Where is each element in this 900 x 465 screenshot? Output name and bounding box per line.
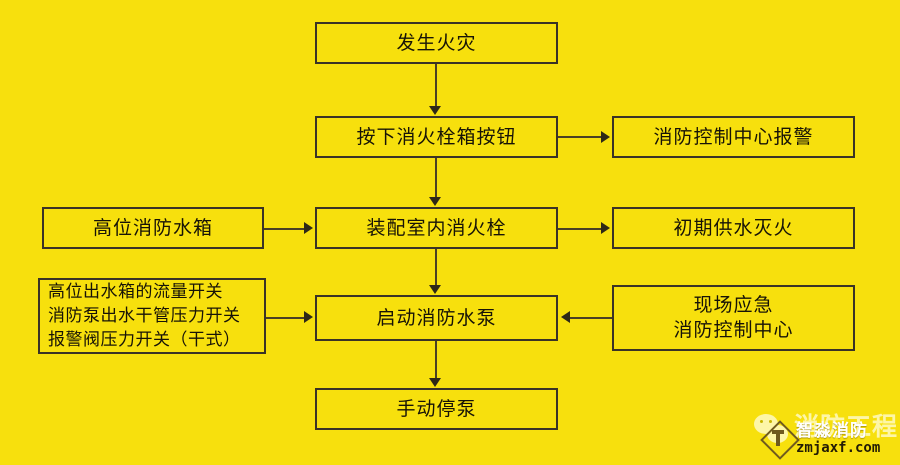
watermark-channel-text: 消防工程 (794, 412, 899, 441)
node-fire-occurs: 发生火灾 (315, 22, 558, 64)
node-pressure-flow-switches: 高位出水箱的流量开关 消防泵出水干管压力开关 报警阀压力开关（干式） (38, 278, 266, 354)
watermark: 消防工程 智淼消防 zmjaxf.com (742, 398, 900, 460)
node-fire-control-center-alarm: 消防控制中心报警 (612, 116, 855, 158)
connector-assemble-to-start-pump (435, 249, 437, 286)
arrowhead-fire-to-press (429, 106, 441, 115)
arrowhead-press-to-control-center (601, 131, 610, 143)
node-start-fire-pump-label: 启动消防水泵 (376, 306, 497, 329)
connector-press-to-control-center (558, 136, 603, 138)
node-onsite-emergency-line-1: 现场应急 (693, 294, 774, 317)
watermark-brand-text: 智淼消防 (796, 420, 868, 441)
node-press-hydrant-button: 按下消火栓箱按钮 (315, 116, 558, 158)
node-onsite-emergency-control-center: 现场应急 消防控制中心 (612, 285, 855, 351)
node-high-level-water-tank-label: 高位消防水箱 (92, 216, 213, 239)
arrowhead-press-to-assemble (429, 197, 441, 206)
connector-emergency-to-start-pump (570, 317, 612, 319)
arrowhead-tank-to-assemble (304, 222, 313, 234)
node-assemble-indoor-hydrant: 装配室内消火栓 (315, 207, 558, 249)
node-pressure-flow-switches-line-1: 高位出水箱的流量开关 (48, 281, 223, 302)
arrowhead-start-pump-to-stop-pump (429, 378, 441, 387)
arrowhead-assemble-to-initial-supply (601, 222, 610, 234)
node-onsite-emergency-line-2: 消防控制中心 (673, 319, 794, 341)
connector-start-pump-to-stop-pump (435, 341, 437, 379)
connector-fire-to-press (435, 64, 437, 107)
node-initial-water-supply-label: 初期供水灭火 (673, 216, 794, 239)
node-start-fire-pump: 启动消防水泵 (315, 295, 558, 341)
node-high-level-water-tank: 高位消防水箱 (42, 207, 264, 249)
watermark-url-text: zmjaxf.com (796, 440, 881, 457)
watermark-logo-overlay: 智淼消防 zmjaxf.com (760, 418, 900, 460)
node-manual-stop-pump-label: 手动停泵 (396, 397, 477, 420)
connector-press-to-assemble (435, 158, 437, 198)
node-pressure-flow-switches-line-2: 消防泵出水干管压力开关 (48, 305, 241, 326)
connector-assemble-to-initial-supply (558, 228, 603, 230)
arrowhead-emergency-to-start-pump (561, 311, 570, 323)
node-assemble-indoor-hydrant-label: 装配室内消火栓 (366, 216, 507, 239)
diamond-logo-icon (760, 420, 800, 460)
node-initial-water-supply: 初期供水灭火 (612, 207, 855, 249)
node-manual-stop-pump: 手动停泵 (315, 388, 558, 430)
connector-switches-to-start-pump (266, 317, 306, 319)
node-press-hydrant-button-label: 按下消火栓箱按钮 (356, 125, 517, 148)
node-fire-occurs-label: 发生火灾 (396, 31, 477, 54)
arrowhead-assemble-to-start-pump (429, 285, 441, 294)
node-pressure-flow-switches-line-3: 报警阀压力开关（干式） (48, 330, 241, 351)
node-fire-control-center-alarm-label: 消防控制中心报警 (653, 125, 814, 148)
connector-tank-to-assemble (264, 228, 306, 230)
arrowhead-switches-to-start-pump (304, 311, 313, 323)
